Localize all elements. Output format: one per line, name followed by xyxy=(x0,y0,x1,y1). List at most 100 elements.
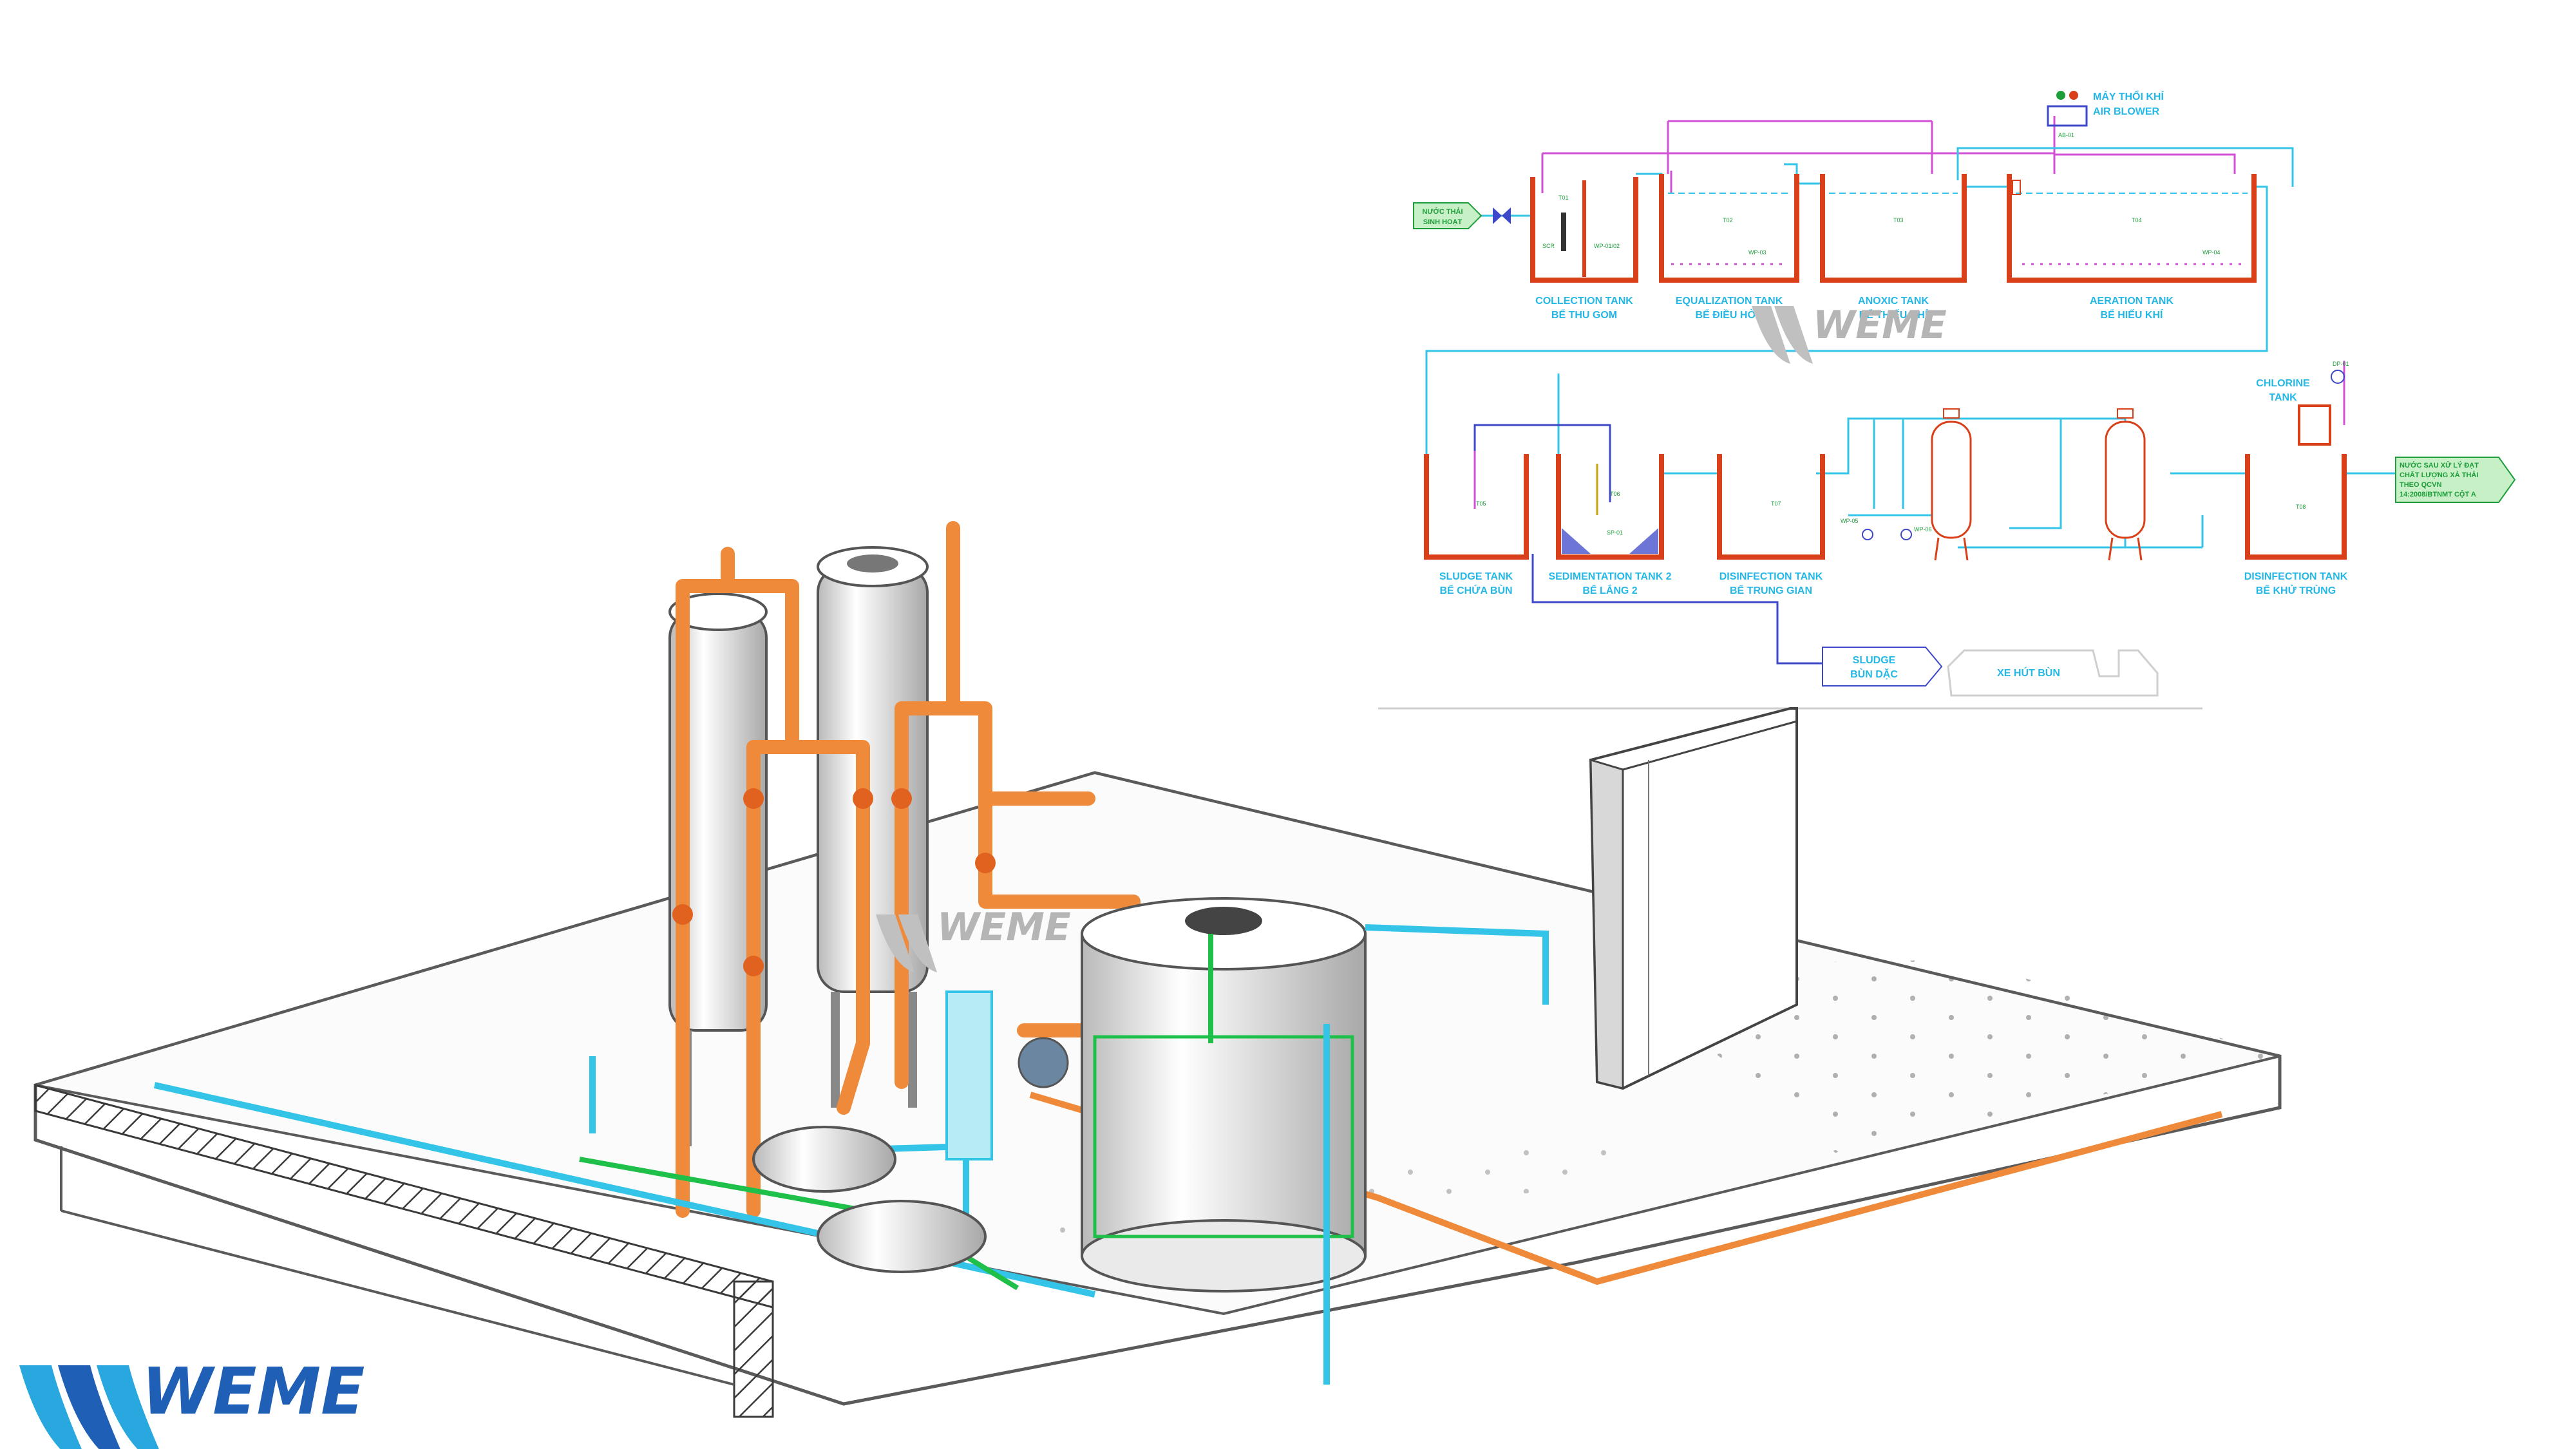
valve-icon xyxy=(672,904,693,925)
pressure-filter-2 xyxy=(2105,408,2146,561)
dosing-pump-tag: DP-01 xyxy=(2333,361,2349,367)
inlet-label-line2: SINH HOẠT xyxy=(1423,218,1463,226)
valve-icon xyxy=(853,788,873,809)
tank-name-vi: BỂ TRUNG GIAN xyxy=(1730,584,1812,596)
chlorine-tank: DP-01 CHLORINE TANK xyxy=(2256,361,2349,446)
row1-tanks: SCR T01 WP-01/02 COLLECTION TANK BỂ THU … xyxy=(1530,174,2257,321)
blower-indicator-icon xyxy=(2056,91,2065,100)
blower-icon xyxy=(817,1200,987,1273)
tank-code: T04 xyxy=(2132,217,2142,223)
tank-name-en: DISINFECTION TANK xyxy=(1719,571,1823,582)
level-sensor-icon xyxy=(2012,180,2021,195)
diagram-watermark: WEME xyxy=(1752,303,1947,364)
aeration-tank: T04 WP-04 AERATION TANK BỂ HIẾU KHÍ xyxy=(2007,174,2257,321)
outlet-line1: NƯỚC SAU XỬ LÝ ĐẠT xyxy=(2400,461,2479,469)
tank-code: T01 xyxy=(1558,194,1569,201)
pump-tag: WP-06 xyxy=(1914,526,1932,533)
air-blower: MÁY THỔI KHÍ AIR BLOWER AB-01 xyxy=(2047,90,2164,138)
tank-code: T05 xyxy=(1476,500,1486,507)
tank-code: T07 xyxy=(1771,500,1781,507)
valve-icon xyxy=(975,853,996,873)
pump-tag: WP-04 xyxy=(2202,249,2221,256)
control-cabinet xyxy=(1589,707,1798,1090)
blower-icon xyxy=(752,1126,896,1193)
filter-silencer-icon xyxy=(945,990,993,1160)
sludge-out-line2: BÙN DẶC xyxy=(1850,668,1898,680)
tank-name-en: SLUDGE TANK xyxy=(1439,571,1513,582)
air-blowers xyxy=(752,990,1069,1273)
outlet-line3: THEO QCVN xyxy=(2400,481,2441,489)
outlet-line4: 14:2008/BTNMT CỘT A xyxy=(2400,490,2476,498)
pump-tag: SP-01 xyxy=(1607,529,1623,536)
air-blower-tag: AB-01 xyxy=(2058,132,2074,138)
chlorine-label-line1: CHLORINE xyxy=(2256,378,2310,389)
sedimentation-tank: T06 SP-01 SEDIMENTATION TANK 2 BỂ LẮNG 2 xyxy=(1548,454,1672,596)
outlet: NƯỚC SAU XỬ LÝ ĐẠT CHẤT LƯỢNG XẢ THẢI TH… xyxy=(2395,457,2516,503)
pump-tag: WP-03 xyxy=(1748,249,1766,256)
pressure-filter-1 xyxy=(1931,408,1972,561)
screen-tag: SCR xyxy=(1542,243,1555,249)
tank-code: T08 xyxy=(2296,504,2306,510)
tank-name-en: SEDIMENTATION TANK 2 xyxy=(1548,571,1671,582)
filter-vessel-left xyxy=(668,592,768,1146)
3d-model xyxy=(33,521,2282,1418)
chlorine-label-line2: TANK xyxy=(2269,392,2297,403)
tank-name-vi: BỂ ĐIỀU HÒA xyxy=(1696,308,1763,321)
storage-tank xyxy=(1081,897,1367,1293)
row2-tanks: T05 SLUDGE TANK BỂ CHỨA BÙN T06 SP-01 SE… xyxy=(1424,361,2516,596)
air-blower-label-en: AIR BLOWER xyxy=(2093,106,2160,117)
sludge-truck-label: XE HÚT BÙN xyxy=(1997,667,2060,679)
collection-tank: SCR T01 WP-01/02 COLLECTION TANK BỂ THU … xyxy=(1530,177,1638,321)
tank-name-vi: BỂ LẮNG 2 xyxy=(1582,584,1637,596)
process-flow-diagram: MÁY THỔI KHÍ AIR BLOWER AB-01 xyxy=(1378,90,2516,710)
valve-icon xyxy=(891,788,912,809)
screen-icon xyxy=(1561,213,1566,251)
blower-indicator-icon xyxy=(2069,91,2078,100)
weme-logo-icon xyxy=(19,1365,159,1449)
tank-name-vi: BỂ THU GOM xyxy=(1551,308,1617,321)
sludge-output: SLUDGE BÙN DẶC xyxy=(1822,647,1943,687)
pump-icon xyxy=(1900,529,1912,540)
sludge-truck: XE HÚT BÙN xyxy=(1947,649,2159,697)
pump-icon xyxy=(1862,529,1873,540)
dosing-pump-icon xyxy=(2331,370,2345,384)
tank-name-en: DISINFECTION TANK xyxy=(2244,571,2348,582)
outlet-line2: CHẤT LƯỢNG XẢ THẢI xyxy=(2400,471,2478,479)
watermark-text: WEME xyxy=(937,905,1071,950)
tank-code: T02 xyxy=(1723,217,1733,223)
water-lines xyxy=(1425,147,2396,549)
equalization-tank: T02 WP-03 EQUALIZATION TANK BỂ ĐIỀU HÒA xyxy=(1659,174,1799,321)
tank-name-vi: BỂ THIẾU KHÍ xyxy=(1859,308,1928,321)
tank-name-en: AERATION TANK xyxy=(2090,296,2174,307)
valve-icon xyxy=(743,956,764,976)
air-blower-body xyxy=(2047,105,2088,127)
watermark-text: WEME xyxy=(1813,303,1947,348)
outlet-box xyxy=(2395,457,2516,503)
intermediate-tank: T07 DISINFECTION TANK BỂ TRUNG GIAN xyxy=(1717,454,1825,596)
filter-pumps: WP-05 WP-06 xyxy=(1841,518,1932,540)
inlet-label-line1: NƯỚC THẢI xyxy=(1422,207,1463,216)
tank-name-en: ANOXIC TANK xyxy=(1858,296,1929,307)
pump-motor-icon xyxy=(1018,1037,1069,1088)
tank-name-en: COLLECTION TANK xyxy=(1535,296,1633,307)
company-logo: WEME xyxy=(19,1354,365,1449)
air-blower-label-vi: MÁY THỔI KHÍ xyxy=(2093,90,2164,102)
pump-tag: WP-05 xyxy=(1841,518,1859,524)
tank-name-vi: BỂ HIẾU KHÍ xyxy=(2101,308,2163,321)
inlet-box xyxy=(1413,202,1482,229)
truck-icon xyxy=(1947,649,2159,697)
logo-text: WEME xyxy=(142,1354,365,1429)
center-watermark: WEME xyxy=(876,905,1071,972)
pump-tag: WP-01/02 xyxy=(1594,243,1620,249)
sludge-out-line1: SLUDGE xyxy=(1853,655,1896,666)
air-lines xyxy=(1473,116,2345,509)
sludge-tank: T05 SLUDGE TANK BỂ CHỨA BÙN xyxy=(1424,454,1529,596)
tank-name-en: EQUALIZATION TANK xyxy=(1676,296,1783,307)
valve-icon xyxy=(743,788,764,809)
tank-name-vi: BỂ KHỬ TRÙNG xyxy=(2256,584,2336,596)
tank-code: T03 xyxy=(1893,217,1904,223)
sludge-lines xyxy=(1473,424,1823,665)
inlet-valve-icon xyxy=(1493,207,1511,224)
